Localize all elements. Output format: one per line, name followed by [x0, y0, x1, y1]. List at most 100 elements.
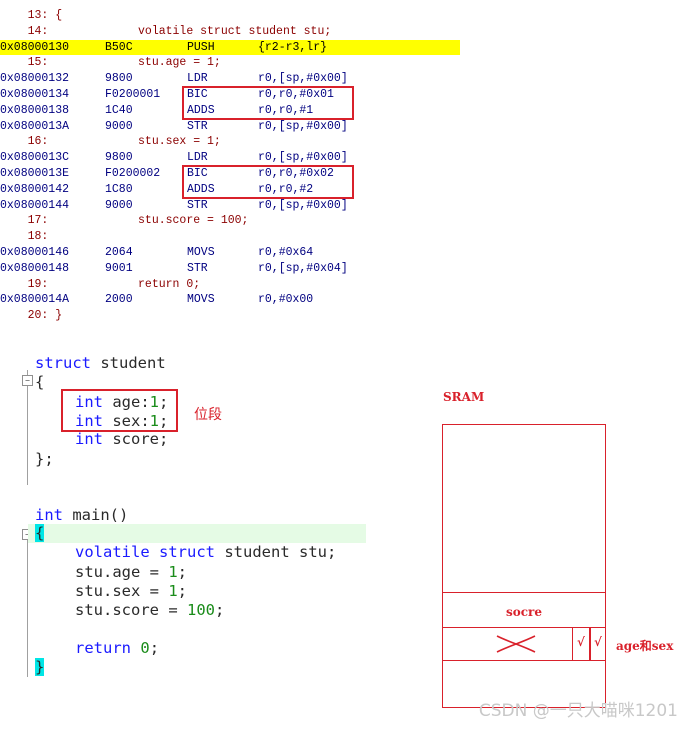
- code-line[interactable]: stu.score = 100;: [75, 601, 224, 621]
- operands: r0,[sp,#0x00]: [258, 151, 348, 165]
- bitfield-tag: 位段: [194, 407, 222, 423]
- fold-gutter: [27, 537, 28, 677]
- mnemonic: ADDS: [187, 182, 215, 196]
- operands: r0,r0,#2: [258, 182, 314, 196]
- keyword: struct: [159, 543, 215, 561]
- code-line[interactable]: }: [35, 658, 45, 678]
- address: 0x08000144: [0, 198, 70, 212]
- operands: r0,r0,#1: [258, 103, 314, 117]
- mnemonic: MOVS: [187, 293, 215, 307]
- opcode: 2064: [105, 246, 133, 259]
- code-line[interactable]: return 0;: [75, 639, 159, 659]
- code-line[interactable]: int age:1;: [75, 393, 168, 413]
- open-brace-current: {: [35, 524, 45, 542]
- opcode: 9000: [105, 119, 133, 133]
- keyword: volatile: [75, 543, 150, 561]
- close-brace: };: [35, 450, 54, 468]
- code-line[interactable]: stu.sex = 1;: [75, 582, 187, 602]
- field-name: score;: [103, 430, 169, 448]
- asm-line[interactable]: 0x08000142 1C80 ADDS r0,r0,#2: [0, 182, 460, 198]
- source-text: 14: volatile struct student stu;: [0, 24, 332, 38]
- address: 0x08000132: [0, 72, 70, 86]
- source-line[interactable]: 13: {: [0, 8, 460, 24]
- code-line[interactable]: {: [35, 524, 45, 544]
- source-line[interactable]: 14: volatile struct student stu;: [0, 24, 460, 40]
- operands: r0,[sp,#0x00]: [258, 72, 348, 86]
- source-line[interactable]: 20: }: [0, 308, 460, 324]
- code-line[interactable]: stu.age = 1;: [75, 563, 187, 583]
- mnemonic: MOVS: [187, 246, 215, 259]
- mnemonic: PUSH: [187, 40, 215, 54]
- current-line-highlight: [28, 524, 366, 543]
- mnemonic: LDR: [187, 151, 208, 165]
- opcode: 9001: [105, 261, 133, 275]
- semicolon: ;: [159, 412, 169, 430]
- struct-name: student: [91, 354, 166, 372]
- code-line[interactable]: };: [35, 450, 54, 470]
- number-literal: 1: [149, 412, 160, 430]
- code-line[interactable]: volatile struct student stu;: [75, 543, 336, 563]
- code-line[interactable]: struct student: [35, 354, 166, 374]
- address: 0x08000148: [0, 261, 70, 275]
- bit-mark: √: [594, 635, 602, 649]
- sram-divider: [442, 592, 606, 594]
- source-line[interactable]: 16: stu.sex = 1;: [0, 134, 460, 150]
- source-line[interactable]: 17: stu.score = 100;: [0, 213, 460, 229]
- address: 0x0800014A: [0, 293, 70, 307]
- source-text: 15: stu.age = 1;: [0, 56, 221, 70]
- keyword: struct: [35, 354, 91, 372]
- assignment: stu.score =: [75, 601, 187, 619]
- semicolon: ;: [177, 563, 188, 581]
- bitfield-highlight-box: [61, 389, 178, 432]
- source-editor: − − struct student { int age:1; int sex:…: [0, 352, 430, 682]
- assignment: stu.sex =: [75, 582, 169, 600]
- field-name: sex:: [103, 412, 150, 430]
- code-line[interactable]: {: [35, 373, 44, 393]
- source-line[interactable]: 18:: [0, 229, 460, 245]
- mnemonic: STR: [187, 261, 208, 275]
- operands: r0,#0x00: [258, 293, 314, 307]
- address: 0x08000142: [0, 182, 70, 196]
- open-brace: {: [35, 373, 45, 391]
- opcode: F0200002: [105, 167, 161, 180]
- opcode: 1C40: [105, 103, 133, 117]
- address: 0x08000146: [0, 246, 70, 259]
- asm-line[interactable]: 0x08000148 9001 STR r0,[sp,#0x04]: [0, 261, 460, 277]
- operands: r0,[sp,#0x04]: [258, 261, 348, 275]
- number-literal: 100: [186, 601, 215, 619]
- operands: r0,r0,#0x02: [258, 167, 334, 180]
- fold-collapse-icon[interactable]: −: [22, 375, 33, 386]
- bit-cell: [572, 627, 590, 661]
- code-line[interactable]: int main(): [35, 506, 128, 526]
- code-line[interactable]: int score;: [75, 430, 168, 450]
- code-line[interactable]: int sex:1;: [75, 412, 168, 432]
- fold-gutter: [27, 370, 28, 485]
- bic-adds-highlight-box: [182, 86, 354, 120]
- source-line[interactable]: 15: stu.age = 1;: [0, 55, 460, 71]
- source-line[interactable]: 19: return 0;: [0, 277, 460, 293]
- semicolon: ;: [159, 393, 169, 411]
- number-literal: 1: [168, 582, 178, 600]
- address: 0x0800013E: [0, 167, 70, 180]
- opcode: 1C80: [105, 182, 133, 196]
- address: 0x0800013A: [0, 119, 70, 133]
- keyword: int: [75, 393, 103, 411]
- declaration: student stu;: [215, 543, 337, 561]
- operands: r0,r0,#0x01: [258, 88, 334, 101]
- address: 0x0800013C: [0, 151, 70, 165]
- age-sex-label: age和sex: [616, 639, 674, 653]
- unused-bits-cross-icon: [496, 635, 536, 653]
- assignment: stu.age =: [75, 563, 169, 581]
- mnemonic: BIC: [187, 88, 208, 101]
- keyword: int: [35, 506, 63, 524]
